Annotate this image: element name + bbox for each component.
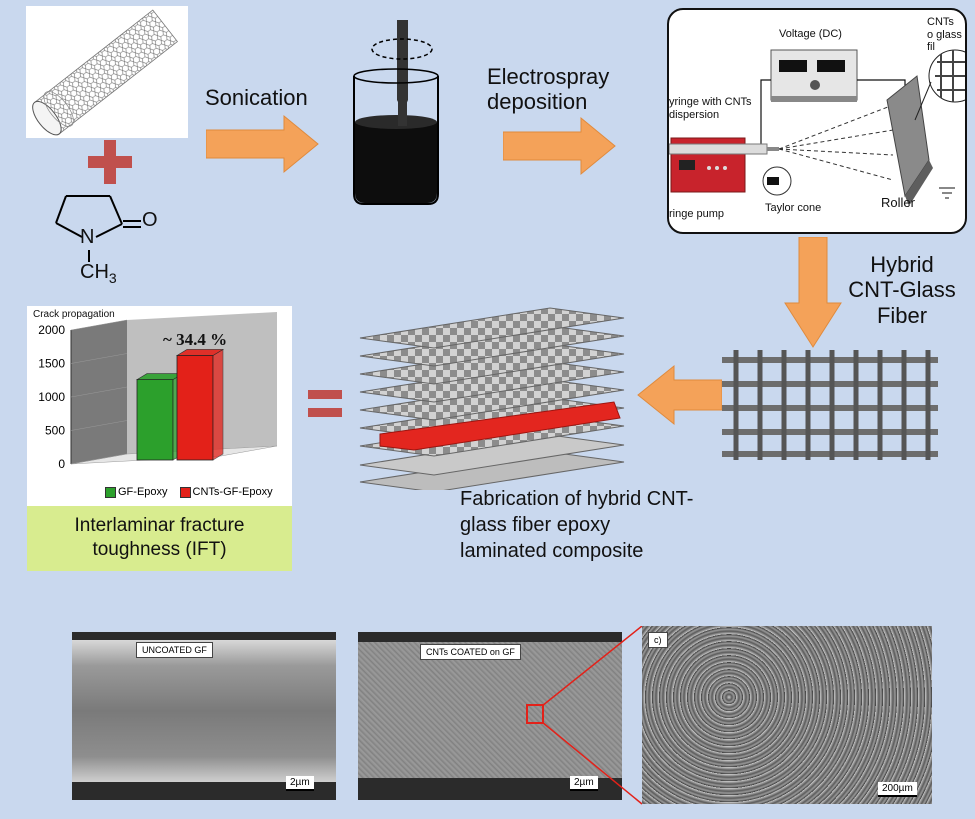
- methyl-subscript: 3: [108, 270, 117, 286]
- ift-chart-panel: 0 500 1000 1500 2000 Crack propagation ~ 34.…: [27, 306, 292, 571]
- arrow-right-icon-2: [503, 116, 616, 176]
- syringe-label: yringe with CNTs dispersion: [669, 96, 752, 121]
- sonication-label: Sonication: [205, 85, 308, 110]
- target-label: CNTs o glass fil: [927, 16, 962, 54]
- roller-label: Roller: [881, 195, 915, 210]
- gridline: [70, 386, 128, 398]
- chart-caption-box: Interlaminar fracture toughness (IFT): [27, 506, 292, 571]
- chart-caption: Interlaminar fracture toughness (IFT): [74, 515, 245, 560]
- methyl-label: CH3: [80, 261, 117, 286]
- sem-uncoated-image: UNCOATED GF 2µm: [72, 632, 336, 800]
- laminate-stack: [359, 307, 625, 490]
- gridline: [70, 420, 128, 431]
- bar-side: [212, 348, 224, 461]
- legend-label-cnt: CNTs-GF-Epoxy: [192, 486, 273, 498]
- sem-scale-2: 2µm: [570, 776, 598, 791]
- sem-uncoated-label: UNCOATED GF: [136, 642, 213, 658]
- sonication-beaker: [353, 20, 439, 205]
- sem-coated-image: CNTs COATED on GF 2µm: [358, 632, 622, 800]
- sem-coated-label: CNTs COATED on GF: [420, 644, 521, 660]
- nitrogen-label: N: [80, 226, 95, 248]
- equals-bar-bottom: [308, 408, 342, 417]
- sem-scale-1: 2µm: [286, 776, 314, 791]
- legend-item-gf: GF-Epoxy: [105, 486, 168, 498]
- oxygen-label: O: [142, 209, 158, 231]
- fiber-coated: [358, 642, 622, 778]
- legend-swatch-cnt: [179, 486, 191, 498]
- bar-cnts-gf-epoxy: [176, 355, 214, 461]
- gridline: [70, 453, 128, 465]
- zoom-lines: [541, 626, 643, 805]
- fabrication-label: Fabrication of hybrid CNT-glass fiber ep…: [460, 488, 694, 562]
- woven-fiber-mesh: [722, 350, 938, 460]
- sem-panel-c-label: c): [648, 632, 668, 648]
- electrospray-label: Electrospray deposition: [487, 64, 610, 115]
- equals-sign: [308, 390, 342, 417]
- equals-bar-top: [308, 390, 342, 399]
- plus-icon-vertical: [104, 140, 116, 184]
- y-tick-label: 1000: [38, 390, 65, 404]
- legend-item-cnt: CNTs-GF-Epoxy: [179, 486, 273, 498]
- bar-top: [175, 349, 225, 356]
- fiber-uncoated: [72, 640, 336, 782]
- gridline: [70, 319, 128, 331]
- bar-gf-epoxy: [136, 379, 174, 461]
- y-tick-label: 500: [45, 424, 65, 438]
- gridline: [70, 353, 128, 364]
- y-tick-label: 2000: [38, 323, 65, 337]
- y-tick-label: 0: [58, 457, 65, 471]
- chart-legend: GF-Epoxy CNTs-GF-Epoxy: [105, 486, 273, 498]
- methyl-text: CH: [80, 261, 109, 283]
- legend-label-gf: GF-Epoxy: [118, 486, 168, 498]
- pump-label: ringe pump: [669, 208, 725, 220]
- chart-annotation: ~ 34.4 %: [163, 330, 228, 349]
- nmp-molecule-structure: [55, 195, 141, 262]
- electrospray-setup-panel: Voltage (DC) yringe with CNTs dispersion…: [667, 8, 967, 234]
- ift-bar-chart: 0 500 1000 1500 2000: [38, 312, 278, 471]
- arrow-down-icon: [784, 237, 842, 348]
- sem-cnt-closeup-image: c) 200µm: [642, 626, 932, 804]
- y-tick-label: 1500: [38, 357, 65, 371]
- chart-title: Crack propagation: [33, 309, 115, 320]
- zoom-region-box: [526, 704, 544, 724]
- taylor-cone-label: Taylor cone: [765, 202, 822, 214]
- arrow-right-icon: [206, 114, 319, 174]
- electrospray-setup-drawing: [669, 49, 965, 206]
- carbon-nanotube-image: [26, 6, 188, 138]
- arrow-left-icon: [637, 364, 722, 426]
- voltage-label: Voltage (DC): [779, 28, 842, 40]
- legend-swatch-gf: [105, 486, 116, 498]
- hybrid-fiber-label: Hybrid CNT-Glass Fiber: [848, 252, 956, 328]
- sem-scale-3: 200µm: [878, 782, 917, 797]
